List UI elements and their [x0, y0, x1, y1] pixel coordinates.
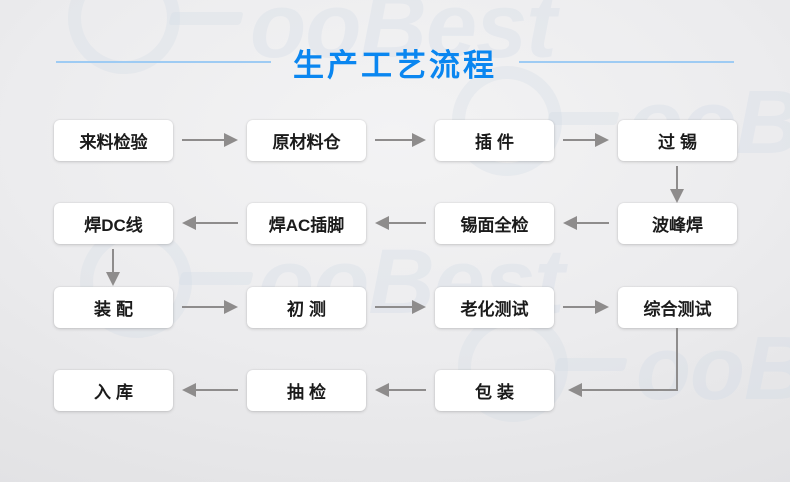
arrow-insert-to-tinning-icon	[563, 131, 609, 149]
elbow-comprehensive-to-packaging-horizontal	[581, 389, 678, 391]
header-rule-left	[56, 61, 271, 63]
flow-node-sampling-inspection[interactable]: 抽检	[247, 370, 366, 411]
watermark-dash-icon	[554, 358, 628, 371]
flow-node-wave-soldering[interactable]: 波峰焊	[618, 203, 737, 244]
page-header: 生产工艺流程	[0, 38, 790, 86]
flow-node-raw-material-warehouse[interactable]: 原材料仓	[247, 120, 366, 161]
arrow-weld-ac-to-weld-dc-icon	[182, 214, 238, 232]
flow-node-insert-parts[interactable]: 插件	[435, 120, 554, 161]
arrow-tin-surface-to-weld-ac-icon	[375, 214, 426, 232]
arrow-weld-dc-to-assembly-icon	[104, 249, 122, 286]
arrow-incoming-to-raw-icon	[182, 131, 238, 149]
arrow-wave-soldering-to-tin-surface-icon	[563, 214, 609, 232]
watermark-dash-icon	[178, 272, 254, 285]
arrow-aging-test-to-comprehensive-test-icon	[563, 298, 609, 316]
flow-node-weld-ac-pin[interactable]: 焊AC插脚	[247, 203, 366, 244]
flow-node-assembly[interactable]: 装配	[54, 287, 173, 328]
watermark-dash-icon	[546, 112, 620, 125]
flow-node-warehousing[interactable]: 入库	[54, 370, 173, 411]
flow-node-incoming-inspection[interactable]: 来料检验	[54, 120, 173, 161]
elbow-comprehensive-to-packaging-arrowhead-icon	[568, 383, 582, 397]
flow-node-first-test[interactable]: 初测	[247, 287, 366, 328]
flow-node-tin-surface-full-inspection[interactable]: 锡面全检	[435, 203, 554, 244]
arrow-sampling-to-warehousing-icon	[182, 381, 238, 399]
header-rule-right	[519, 61, 734, 63]
flow-node-aging-test[interactable]: 老化测试	[435, 287, 554, 328]
arrow-packaging-to-sampling-icon	[375, 381, 426, 399]
elbow-comprehensive-to-packaging-vertical	[676, 328, 678, 390]
flow-node-tinning[interactable]: 过锡	[618, 120, 737, 161]
flow-node-weld-dc-wire[interactable]: 焊DC线	[54, 203, 173, 244]
arrow-first-test-to-aging-test-icon	[375, 298, 426, 316]
watermark-dash-icon	[168, 12, 244, 25]
flow-node-comprehensive-test[interactable]: 综合测试	[618, 287, 737, 328]
flow-node-packaging[interactable]: 包装	[435, 370, 554, 411]
arrow-assembly-to-first-test-icon	[182, 298, 238, 316]
arrow-raw-to-insert-icon	[375, 131, 426, 149]
arrow-tinning-to-wave-soldering-icon	[668, 166, 686, 203]
page-title: 生产工艺流程	[293, 47, 497, 83]
watermark-text: ooBest	[636, 319, 790, 419]
